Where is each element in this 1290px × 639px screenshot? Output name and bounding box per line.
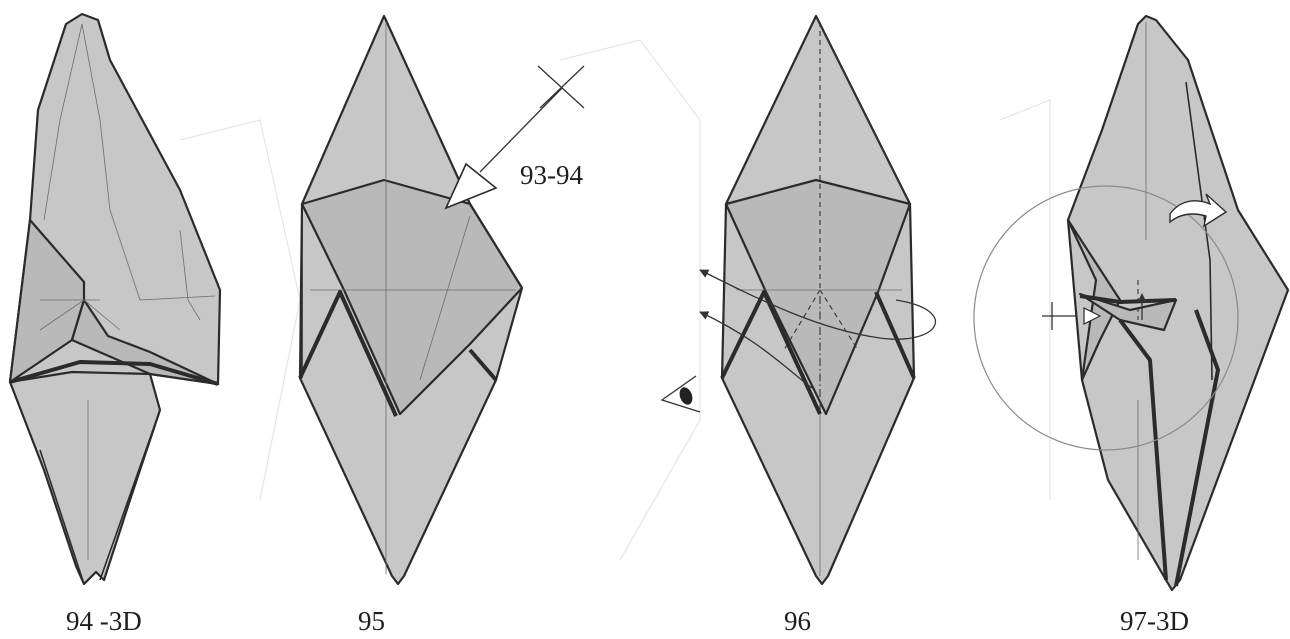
background-ghost [179,39,1051,561]
reference-label: 93-94 [520,160,583,190]
step-96-figure [720,14,916,586]
zoom-circle-icon [973,185,1239,451]
step-label: 96 [784,606,811,636]
step-label: 94 -3D [66,606,142,636]
step-95-figure [298,14,524,586]
view-eye-icon [660,375,701,413]
push-arrow-icon [444,65,585,210]
rotate-arrow-icon [1169,193,1228,228]
step-label: 97-3D [1120,606,1189,636]
push-arrow-icon [1042,293,1147,330]
step-label: 95 [358,606,385,636]
repeat-arrow-icon [699,269,936,389]
step-97-figure [1066,14,1290,592]
step-94-figure [8,12,222,586]
